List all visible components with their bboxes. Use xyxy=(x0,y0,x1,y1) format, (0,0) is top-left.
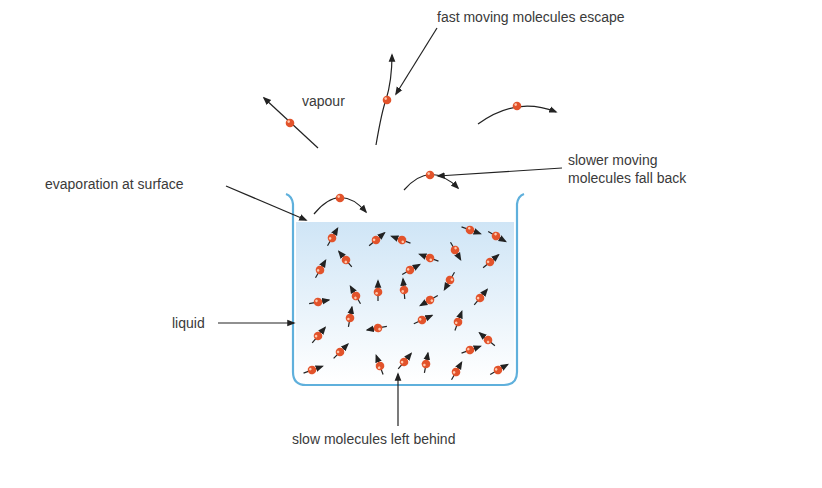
molecule xyxy=(383,96,392,105)
molecule xyxy=(331,341,351,361)
beaker-outline xyxy=(286,194,524,385)
label-text: liquid xyxy=(172,314,205,332)
molecule xyxy=(420,352,432,373)
molecule-path xyxy=(376,55,392,145)
molecule xyxy=(447,240,464,262)
molecule xyxy=(480,252,501,271)
molecule xyxy=(336,194,345,203)
molecule xyxy=(488,361,510,378)
liquid-fill xyxy=(296,222,514,382)
molecule xyxy=(324,226,341,248)
molecule xyxy=(418,292,440,309)
molecule xyxy=(513,102,522,111)
molecule xyxy=(312,258,329,280)
molecule xyxy=(426,171,435,180)
molecule xyxy=(399,279,409,300)
molecule xyxy=(308,296,329,308)
label-text: fast moving molecules escape xyxy=(437,8,625,26)
molecule xyxy=(302,362,324,377)
molecule xyxy=(460,342,482,357)
label-text: evaporation at surface xyxy=(45,175,184,193)
molecule xyxy=(471,287,490,308)
molecule xyxy=(347,284,364,306)
molecule xyxy=(395,351,414,372)
molecule xyxy=(486,228,508,245)
leader-line xyxy=(438,168,562,176)
molecule xyxy=(412,311,434,327)
molecule xyxy=(286,119,295,128)
label-text: vapour xyxy=(302,92,345,110)
leader-line xyxy=(218,322,294,323)
molecule xyxy=(441,270,458,292)
molecule xyxy=(372,354,387,376)
leader-line xyxy=(396,28,437,94)
molecule xyxy=(400,261,422,278)
label-text: slow molecules left behind xyxy=(292,430,455,448)
molecule xyxy=(344,306,356,327)
molecule xyxy=(336,249,355,270)
label-text: slower moving molecules fall back xyxy=(568,151,708,187)
molecule xyxy=(418,250,440,265)
molecule xyxy=(390,232,412,247)
molecule xyxy=(309,325,328,346)
molecule xyxy=(366,322,387,334)
leader-line xyxy=(226,186,306,220)
molecule xyxy=(374,281,383,301)
molecule xyxy=(460,223,482,238)
molecule xyxy=(448,360,465,382)
molecule xyxy=(366,230,387,249)
leader-line xyxy=(397,374,398,426)
molecule xyxy=(451,310,466,332)
